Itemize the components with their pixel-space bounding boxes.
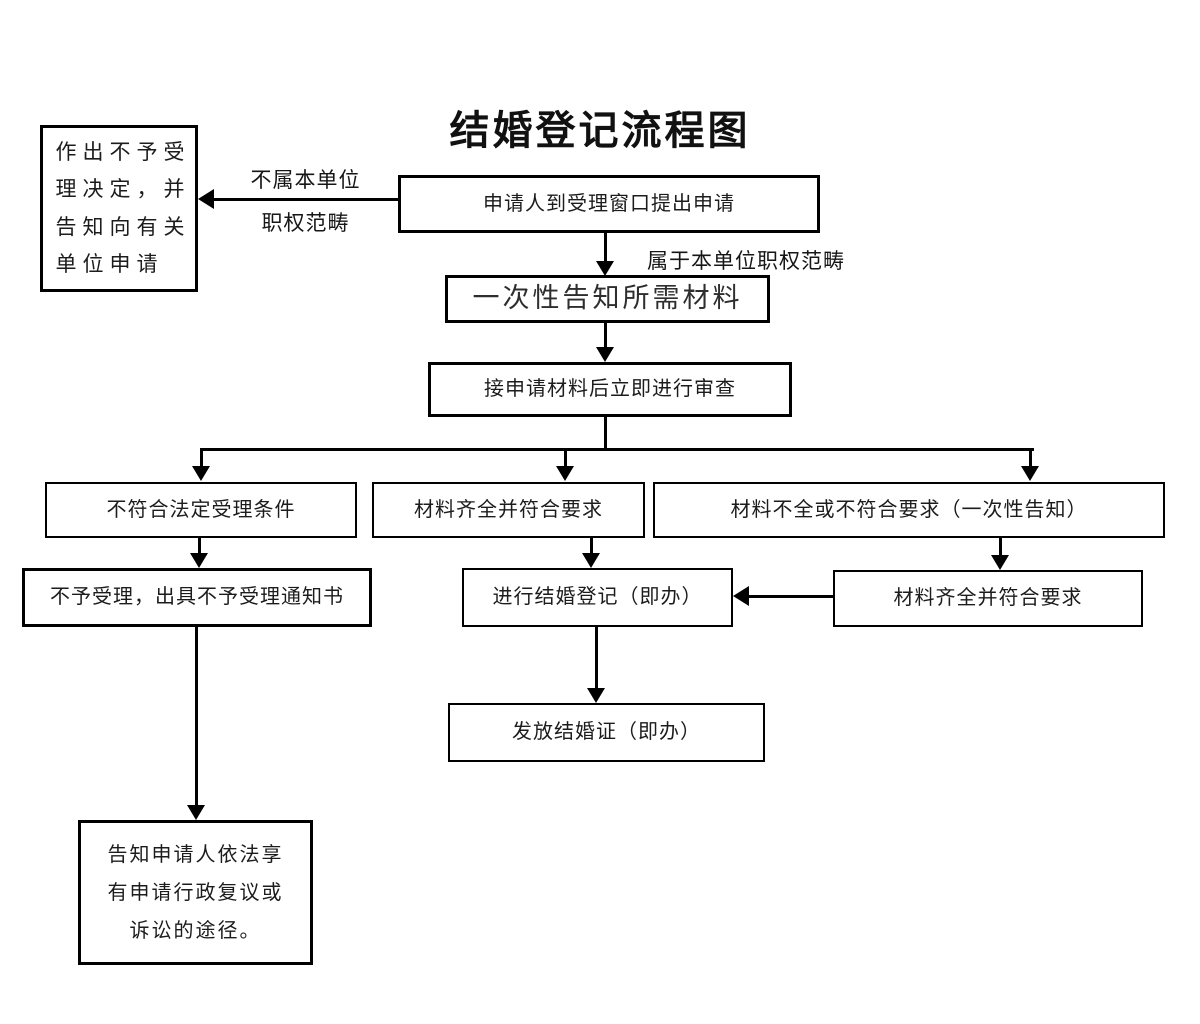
arrow-line-notaccept-to-rights [195,627,198,806]
node-not-meet-conditions-text: 不符合法定受理条件 [106,498,296,521]
arrow-line-branch-right [1029,448,1032,467]
arrow-line-inform-to-review [604,323,607,348]
branch-distribution-line [200,448,1034,451]
arrow-line-branch-left [200,448,203,467]
node-materials-ok-resubmit: 材料齐全并符合要求 [833,570,1143,627]
node-inform-rights-text: 告知申请人依法享 有申请行政复议或 诉讼的途径。 [107,843,284,942]
node-inform-rights: 告知申请人依法享 有申请行政复议或 诉讼的途径。 [78,820,313,965]
label-within-scope: 属于本单位职权范畴 [647,249,845,273]
node-not-accept-text: 不予受理，出具不予受理通知书 [50,586,344,608]
arrowhead-left-icon [733,586,749,606]
node-issue-certificate: 发放结婚证（即办） [448,703,765,762]
arrow-line-notmeet-to-notaccept [198,538,201,554]
arrowhead-down-icon [187,805,205,820]
arrow-line-incomplete-to-resubmit [999,538,1002,555]
arrow-line-apply-to-reject [214,198,398,201]
arrow-line-register-to-issue [595,627,598,689]
node-materials-incomplete-text: 材料不全或不符合要求（一次性告知） [730,498,1088,521]
node-apply: 申请人到受理窗口提出申请 [398,175,820,233]
arrowhead-left-icon [198,189,214,209]
node-review-text: 接申请材料后立即进行审查 [484,378,736,400]
node-review: 接申请材料后立即进行审查 [428,362,792,417]
label-not-within-scope-line1: 不属本单位 [250,168,361,192]
arrowhead-down-icon [1021,466,1039,481]
arrow-line-ok-to-register [590,538,593,554]
node-materials-incomplete: 材料不全或不符合要求（一次性告知） [653,482,1165,538]
arrow-line-branch-center [564,448,567,467]
node-inform-materials-text: 一次性告知所需材料 [472,283,743,314]
arrow-line-apply-to-inform [604,233,607,262]
arrowhead-down-icon [991,555,1009,570]
arrowhead-down-icon [587,688,605,703]
node-not-meet-conditions: 不符合法定受理条件 [45,482,357,538]
arrow-line-review-stem [604,417,607,451]
label-not-within-scope-line2: 职权范畴 [261,211,350,235]
arrowhead-down-icon [596,347,614,362]
arrowhead-down-icon [190,553,208,568]
arrowhead-down-icon [596,261,614,276]
page-title: 结婚登记流程图 [449,108,751,153]
node-reject-decision: 作出不予受 理决定，并 告知向有关 单位申请 [40,125,198,292]
node-register-text: 进行结婚登记（即办） [492,586,703,608]
node-materials-ok: 材料齐全并符合要求 [372,482,645,538]
node-reject-decision-text: 作出不予受 理决定，并 告知向有关 单位申请 [55,139,191,276]
node-inform-materials: 一次性告知所需材料 [445,275,770,323]
node-materials-ok-text: 材料齐全并符合要求 [414,498,603,521]
node-apply-text: 申请人到受理窗口提出申请 [483,192,735,215]
node-register: 进行结婚登记（即办） [462,568,733,627]
node-materials-ok-resubmit-text: 材料齐全并符合要求 [893,587,1083,609]
arrow-line-resubmit-to-register [749,595,833,598]
arrowhead-down-icon [582,553,600,568]
arrowhead-down-icon [556,466,574,481]
arrowhead-down-icon [192,466,210,481]
node-not-accept: 不予受理，出具不予受理通知书 [22,568,372,627]
node-issue-certificate-text: 发放结婚证（即办） [512,721,701,743]
